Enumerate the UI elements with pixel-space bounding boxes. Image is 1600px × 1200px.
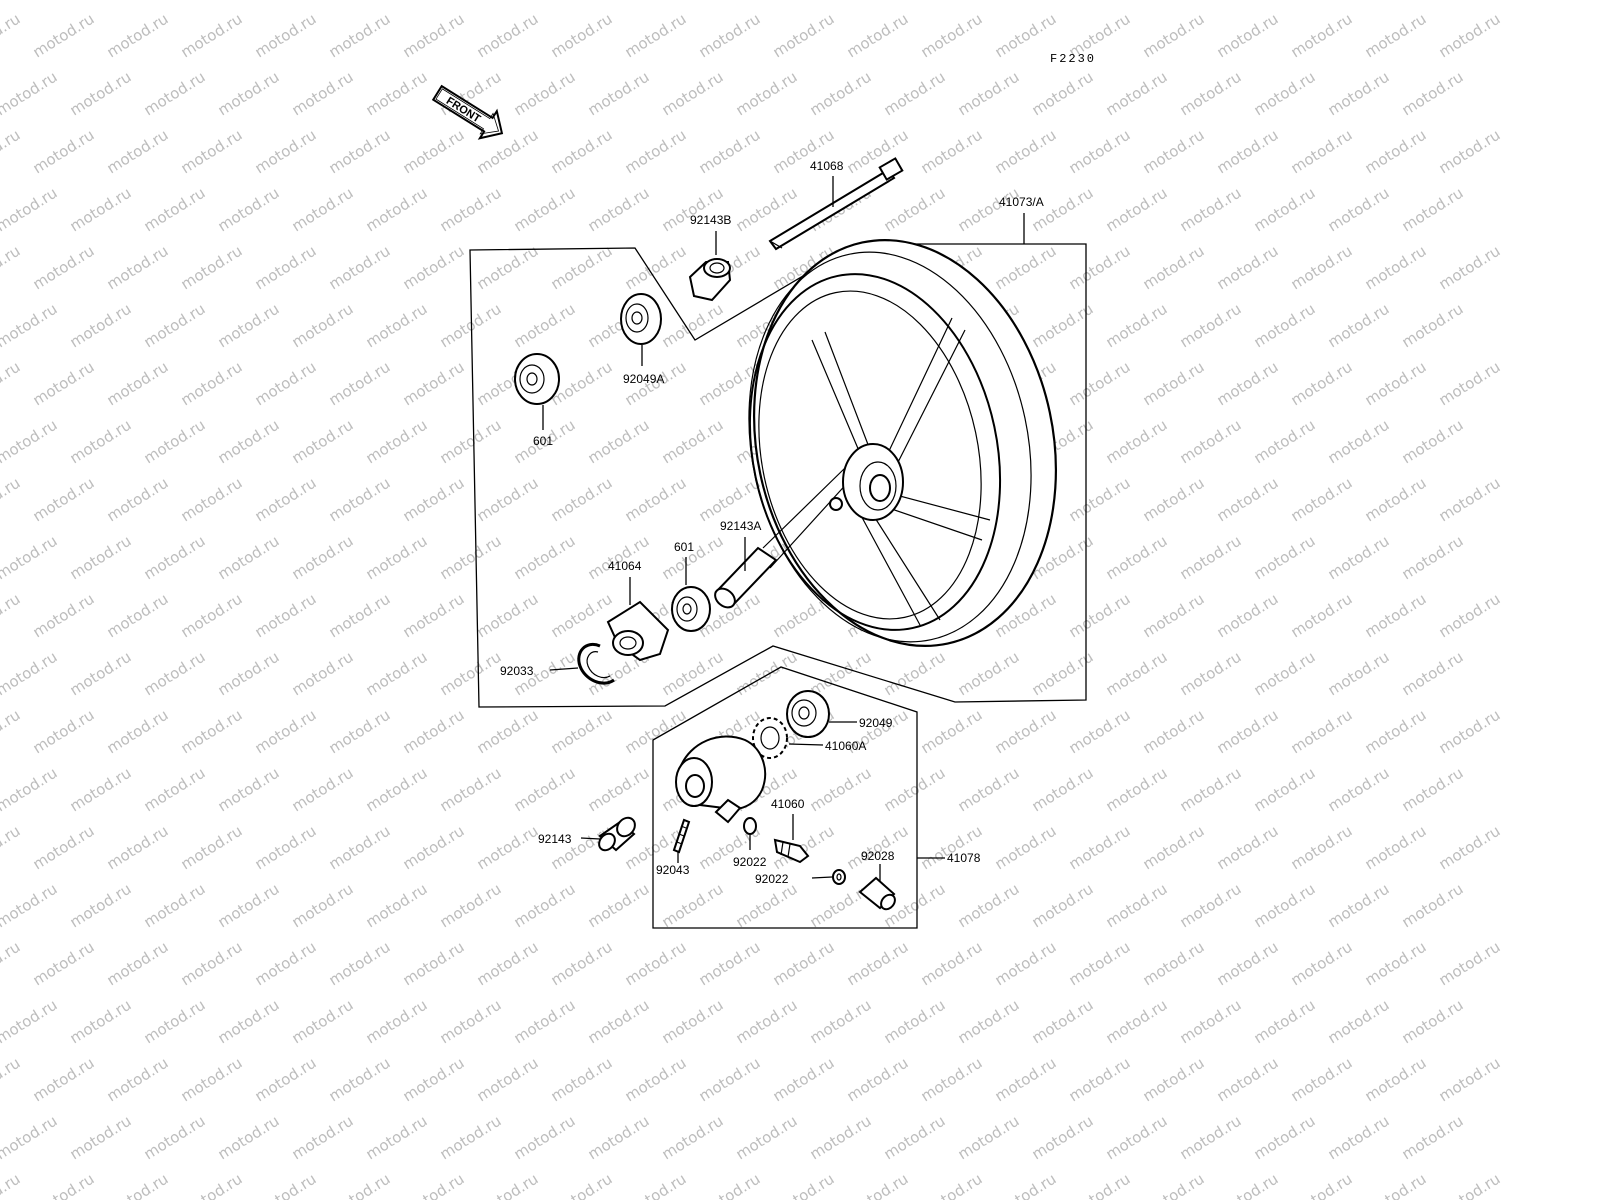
bearing-601-left-part [514, 353, 560, 405]
gearbox-housing-part [675, 735, 767, 824]
label-41068: 41068 [810, 159, 844, 173]
label-92022-b: 92022 [755, 872, 789, 886]
shaft-part [773, 838, 810, 864]
label-92143a: 92143A [720, 519, 761, 533]
washer-b-part [832, 869, 846, 885]
wheel-part [748, 239, 1058, 647]
axle-part [768, 157, 904, 251]
label-92043: 92043 [656, 863, 690, 877]
bearing-92049-part [786, 690, 830, 738]
label-41078: 41078 [947, 851, 981, 865]
collar-b-part [688, 258, 732, 302]
label-92022-a: 92022 [733, 855, 767, 869]
label-41060: 41060 [771, 797, 805, 811]
bearing-92049a-part [620, 293, 662, 345]
leader-gear [788, 743, 824, 746]
bearing-601-mid-part [671, 586, 711, 632]
coupling-part [606, 600, 670, 662]
collar-part [598, 816, 636, 852]
label-92143b: 92143B [690, 213, 731, 227]
washer-a-part [743, 817, 757, 835]
gearbox-assembly-outline [652, 666, 918, 929]
label-601-left: 601 [533, 434, 553, 448]
label-92049a: 92049A [623, 372, 664, 386]
bush-part [858, 876, 896, 911]
label-41073a: 41073/A [999, 195, 1044, 209]
diagram-code: F2230 [1050, 52, 1096, 66]
label-92028: 92028 [861, 849, 895, 863]
label-92033: 92033 [500, 664, 534, 678]
collar-a-part [714, 546, 778, 609]
label-92049: 92049 [859, 716, 893, 730]
label-601-mid: 601 [674, 540, 694, 554]
label-41060a: 41060A [825, 739, 866, 753]
leader-washer-b [811, 876, 833, 879]
leader-circlip [549, 667, 579, 671]
label-92143: 92143 [538, 832, 572, 846]
leader-collar [580, 837, 601, 840]
gear-part [752, 717, 788, 759]
circlip-part [577, 643, 615, 685]
pin-part [672, 818, 691, 854]
front-arrow-icon: FRONT [431, 84, 504, 140]
label-41064: 41064 [608, 559, 642, 573]
wheel-assembly-outline [469, 243, 1087, 708]
